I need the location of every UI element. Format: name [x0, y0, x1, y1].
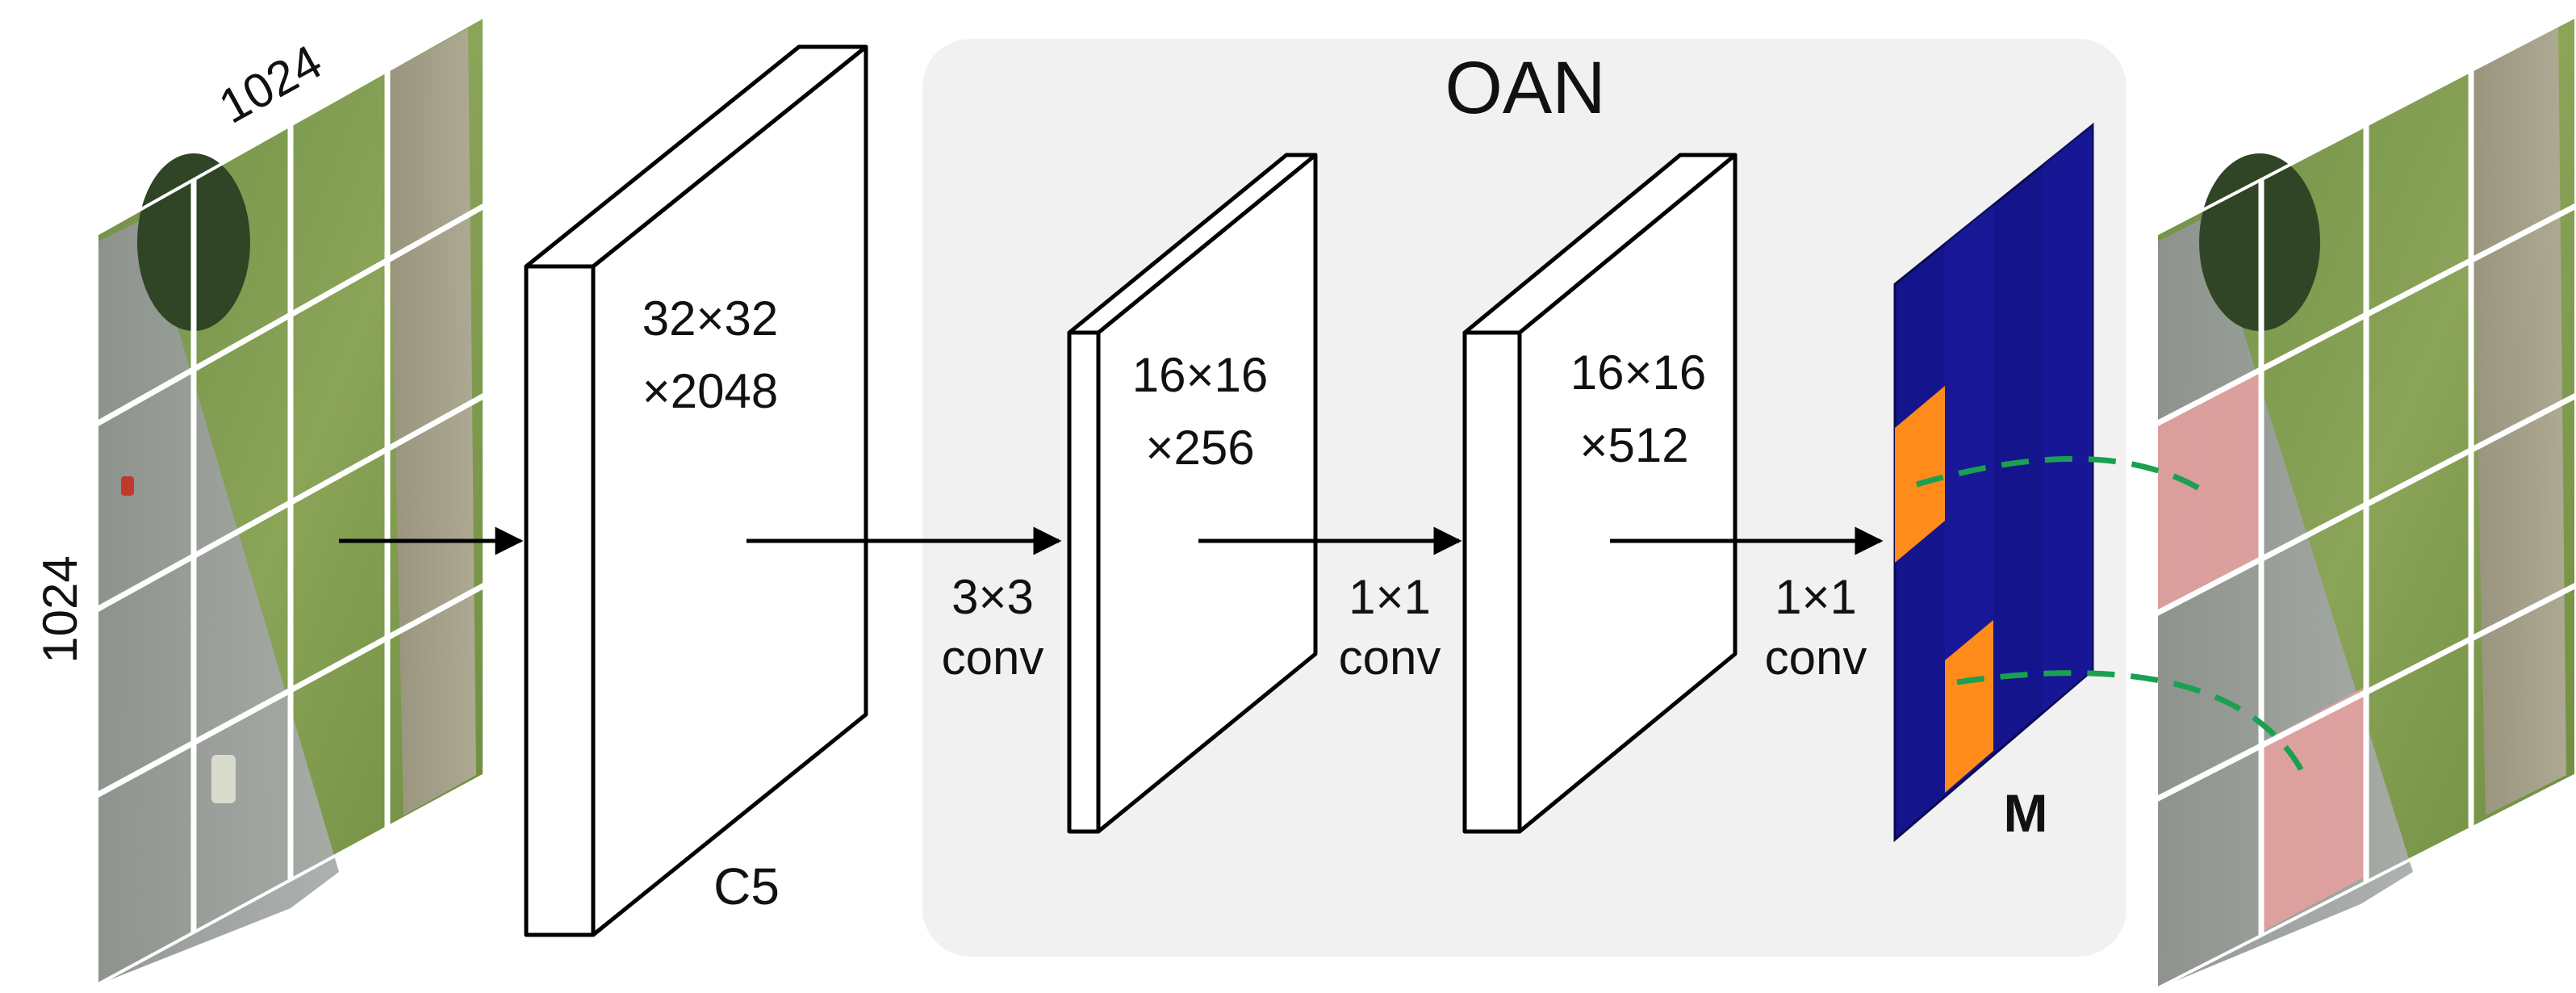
op2-line1: 1×1 — [1349, 570, 1431, 624]
objectness-map — [1893, 122, 2094, 843]
oan-block-2 — [1462, 153, 1738, 834]
input-height-label: 1024 — [33, 555, 87, 663]
op2-line2: conv — [1339, 631, 1441, 685]
map-highlight-cell-2 — [1945, 620, 1993, 793]
correspondence-link-1 — [1916, 455, 2201, 492]
map-highlight-cell-1 — [1895, 386, 1945, 563]
oan-title: OAN — [1445, 47, 1605, 129]
oan-block-1 — [1067, 153, 1318, 834]
block2-dims-line1: 16×16 — [1570, 346, 1707, 400]
red-car-icon — [121, 476, 134, 496]
output-highlight-tile-1 — [2156, 367, 2261, 614]
c5-dims-line1: 32×32 — [642, 291, 779, 346]
white-vehicle-icon — [211, 755, 236, 803]
op3-line1: 1×1 — [1775, 570, 1857, 624]
block1-dims-line2: ×256 — [1145, 421, 1254, 475]
c5-label: C5 — [713, 857, 780, 915]
c5-dims-line2: ×2048 — [642, 364, 779, 418]
block2-dims-line2: ×512 — [1579, 418, 1688, 472]
output-aerial-image — [2155, 14, 2576, 992]
block1-dims-line1: 16×16 — [1132, 348, 1269, 402]
input-aerial-image — [95, 13, 486, 988]
op1-line1: 3×3 — [951, 570, 1034, 624]
correspondence-link-2 — [1956, 670, 2307, 777]
op3-line2: conv — [1765, 631, 1867, 685]
c5-feature-block — [524, 44, 868, 937]
op1-line2: conv — [942, 631, 1044, 685]
map-label: M — [2004, 783, 2048, 843]
